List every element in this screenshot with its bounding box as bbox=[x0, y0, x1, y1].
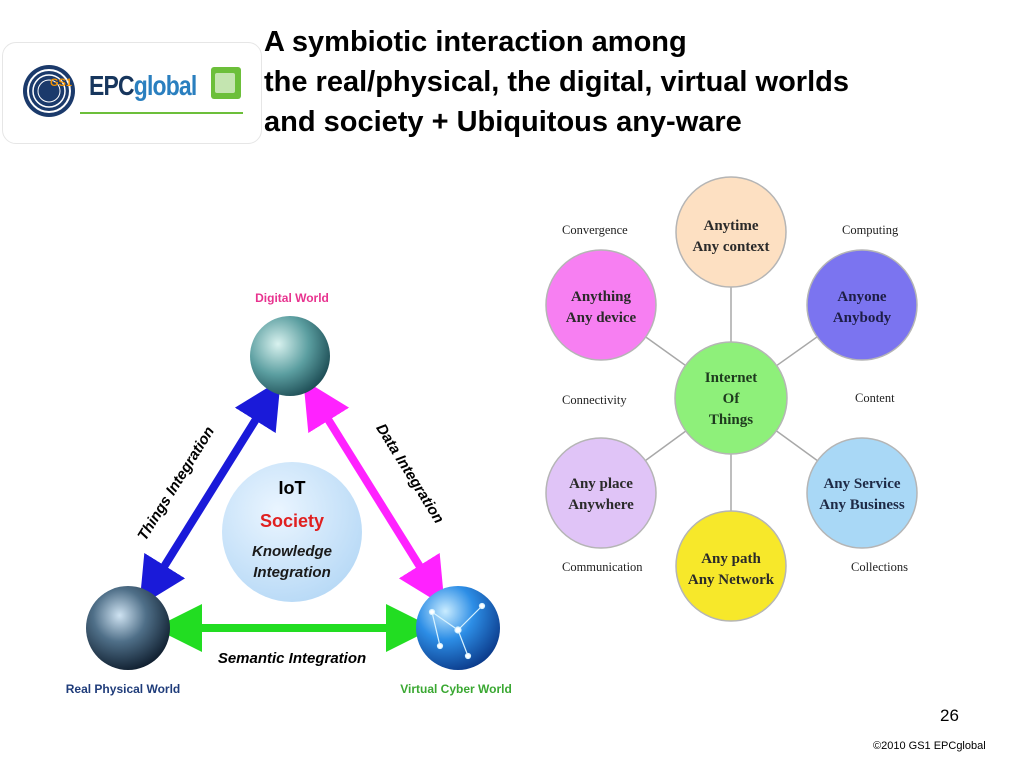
internet-of-things-node bbox=[674, 341, 788, 455]
anytime-node bbox=[675, 176, 787, 288]
cyber-network-icon bbox=[428, 602, 486, 660]
convergence-label: Convergence bbox=[562, 223, 628, 237]
page-number: 26 bbox=[940, 706, 959, 725]
title-line: the real/physical, the digital, virtual … bbox=[264, 66, 849, 98]
virtual-cyber-world-label: Virtual Cyber World bbox=[400, 682, 512, 696]
anywhere-label: Anywhere bbox=[568, 497, 634, 513]
epcglobal-logo-text: EPCglobal bbox=[89, 70, 197, 101]
digital-world-globe-icon bbox=[250, 316, 330, 396]
any-context-label: Any context bbox=[692, 239, 769, 255]
any-business-label: Any Business bbox=[819, 497, 905, 513]
logo-panel bbox=[2, 42, 262, 144]
title-line: A symbiotic interaction among bbox=[264, 26, 687, 58]
gs1-logo-text: GS1 bbox=[50, 77, 73, 89]
anything-node bbox=[545, 249, 657, 361]
earth-globe-icon bbox=[86, 586, 170, 670]
logo-underline bbox=[80, 112, 243, 114]
center-society: Society bbox=[260, 511, 324, 531]
digital-world-label: Digital World bbox=[255, 291, 329, 305]
of-label: Of bbox=[723, 391, 741, 407]
real-physical-world-label: Real Physical World bbox=[66, 682, 181, 696]
collections-label: Collections bbox=[851, 560, 908, 574]
any-device-label: Any device bbox=[566, 310, 637, 326]
gs1-logo-icon bbox=[23, 65, 241, 117]
center-integration: Integration bbox=[253, 564, 331, 581]
any-path-label: Any path bbox=[701, 551, 761, 567]
title-line: and society + Ubiquitous any-ware bbox=[264, 106, 742, 138]
iot-society-circle bbox=[222, 462, 362, 602]
connectivity-label: Connectivity bbox=[562, 393, 627, 407]
slide-title: A symbiotic interaction among the real/p… bbox=[264, 22, 1004, 142]
center-iot: IoT bbox=[279, 478, 306, 498]
center-knowledge: Knowledge bbox=[252, 543, 332, 560]
content-label: Content bbox=[855, 391, 895, 405]
internet-label: Internet bbox=[705, 370, 758, 386]
anybody-label: Anybody bbox=[833, 310, 892, 326]
data-integration-arrow bbox=[303, 379, 445, 607]
any-path-node bbox=[675, 510, 787, 622]
anyone-node bbox=[806, 249, 918, 361]
anything-label: Anything bbox=[571, 289, 632, 305]
any-service-node bbox=[806, 437, 918, 549]
computing-label: Computing bbox=[842, 223, 899, 237]
semantic-integration-label: Semantic Integration bbox=[218, 650, 366, 667]
iot-nodes: Anytime Any context Anyone Anybody Any S… bbox=[545, 176, 918, 622]
copyright-notice: ©2010 GS1 EPCglobal bbox=[873, 740, 986, 752]
any-network-label: Any Network bbox=[688, 572, 775, 588]
things-integration-arrow bbox=[139, 379, 281, 607]
any-place-node bbox=[545, 437, 657, 549]
any-service-label: Any Service bbox=[823, 476, 900, 492]
anytime-label: Anytime bbox=[704, 218, 759, 234]
anyone-label: Anyone bbox=[837, 289, 887, 305]
things-label: Things bbox=[709, 412, 753, 428]
communication-label: Communication bbox=[562, 560, 643, 574]
any-place-label: Any place bbox=[569, 476, 633, 492]
